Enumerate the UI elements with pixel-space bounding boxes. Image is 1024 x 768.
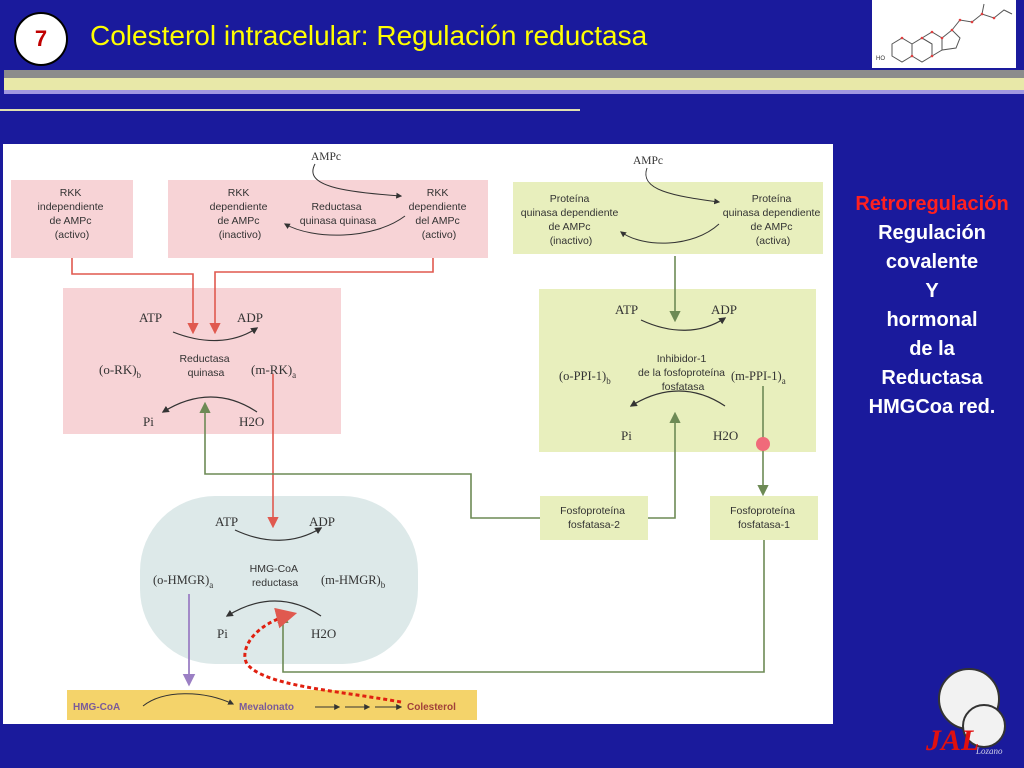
pathway-mevalonato: Mevalonato <box>239 702 294 713</box>
side-text-line: Reductasa <box>881 367 983 389</box>
rkk-independent-label: RKK independiente de AMPc (activo) <box>38 187 107 241</box>
rkk-kinase-label: Reductasa quinasa quinasa <box>300 201 377 227</box>
ppi-pi: Pi <box>621 428 632 443</box>
side-text-line: HMGCoa red. <box>868 396 996 418</box>
phosphatase2-box <box>540 496 648 540</box>
author-signature-initials: JAL <box>926 724 980 757</box>
ampc-left-label: AMPc <box>311 151 341 163</box>
side-text-line: de la <box>909 338 955 360</box>
phosphatase2-label: Fosfoproteína fosfatasa-2 <box>560 505 628 531</box>
svg-text:HO: HO <box>876 56 885 62</box>
pka-active-label: Proteína quinasa dependiente de AMPc (ac… <box>723 193 823 247</box>
ampc-right-label: AMPc <box>633 155 663 167</box>
header-divider-gray <box>4 70 1024 78</box>
hmgr-h2o: H2O <box>311 626 336 641</box>
author-signature-name: Lozano <box>976 746 1003 756</box>
slide-title: Colesterol intracelular: Regulación redu… <box>90 20 648 51</box>
pathway-colesterol: Colesterol <box>407 702 456 713</box>
rk-pi: Pi <box>143 414 154 429</box>
side-text-line: Y <box>925 280 939 302</box>
pathway-hmgcoa: HMG-CoA <box>73 702 120 713</box>
red-arrow-rkk-active <box>209 258 434 335</box>
header-thin-line <box>0 109 580 111</box>
header-divider-yellow <box>4 78 1024 90</box>
pathway-arrow-1 <box>142 693 235 707</box>
pka-inactive-label: Proteína quinasa dependiente de AMPc (in… <box>521 193 621 247</box>
hmgr-adp: ADP <box>309 514 335 529</box>
hmgr-cycle: ATP ADP (o-HMGR)a (m-HMGR)b HMG-CoA redu… <box>153 514 386 641</box>
ppi-atp: ATP <box>615 302 638 317</box>
feedback-dotted-arrow <box>243 607 402 704</box>
university-seal-small <box>962 704 1006 748</box>
side-text-highlight: Retroregulación <box>855 193 1009 215</box>
rk-atp: ATP <box>139 310 162 325</box>
ppi-right-state: (m-PPI-1)a <box>731 369 786 386</box>
ppi-h2o: H2O <box>713 428 738 443</box>
pathway-bar <box>67 690 477 720</box>
ppi-enzyme-label: Inhibidor-1 de la fosfoproteína fosfatas… <box>638 353 728 393</box>
side-text-line: covalente <box>885 251 979 273</box>
rk-right-state: (m-RK)a <box>251 362 296 380</box>
ppi-left-state: (o-PPI-1)b <box>559 369 611 386</box>
hmgr-pi: Pi <box>217 626 228 641</box>
rkk-independent-box <box>11 180 133 258</box>
hmgr-left-state: (o-HMGR)a <box>153 573 213 590</box>
ppi-adp: ADP <box>711 302 737 317</box>
pka-box <box>513 182 823 254</box>
phosphatase1-label: Fosfoproteína fosfatasa-1 <box>730 505 798 531</box>
phosphatase1-box <box>710 496 818 540</box>
rkk-activation-arrow <box>312 163 403 199</box>
rk-cycle: ATP ADP (o-RK)b (m-RK)a Reductasa quinas… <box>99 310 296 429</box>
rk-h2o: H2O <box>239 414 264 429</box>
green-arrow-phosphatase2-feed <box>199 401 540 519</box>
rkk-active-label: RKK dependiente del AMPc (activo) <box>409 187 470 241</box>
regulation-diagram: RKK independiente de AMPc (activo) RKK d… <box>3 144 833 724</box>
rkk-inactive-label: RKK dependiente de AMPc (inactivo) <box>210 187 271 241</box>
green-arrow-phosphatase2-inhibitor <box>648 411 681 519</box>
pka-activation-arrow <box>645 167 721 205</box>
side-text: Retroregulación Regulación covalente Y h… <box>834 190 1024 422</box>
hmgr-enzyme-label: HMG-CoA reductasa <box>250 563 301 589</box>
slide-number: 7 <box>14 12 68 66</box>
inhibition-dot <box>756 437 770 451</box>
rk-adp: ADP <box>237 310 263 325</box>
rk-enzyme-label: Reductasa quinasa <box>179 353 232 379</box>
green-arrow-phosphatase1-to-hmgr <box>277 540 765 673</box>
pka-inactivation-arrow <box>620 223 720 244</box>
rkk-dependent-box <box>168 180 488 258</box>
side-text-line: Regulación <box>878 222 986 244</box>
ppi-cycle: ATP ADP (o-PPI-1)b (m-PPI-1)a Inhibidor-… <box>559 302 786 443</box>
side-text-line: hormonal <box>886 309 978 331</box>
hmgr-atp: ATP <box>215 514 238 529</box>
rk-left-state: (o-RK)b <box>99 362 142 380</box>
red-arrow-rkk-independent <box>71 258 199 335</box>
hmgr-region <box>140 496 418 664</box>
cholesterol-molecule-image: HO <box>872 0 1016 68</box>
header-divider-purple <box>4 90 1024 94</box>
hmgr-right-state: (m-HMGR)b <box>321 573 386 590</box>
rkk-inactivation-arrow <box>283 215 406 236</box>
